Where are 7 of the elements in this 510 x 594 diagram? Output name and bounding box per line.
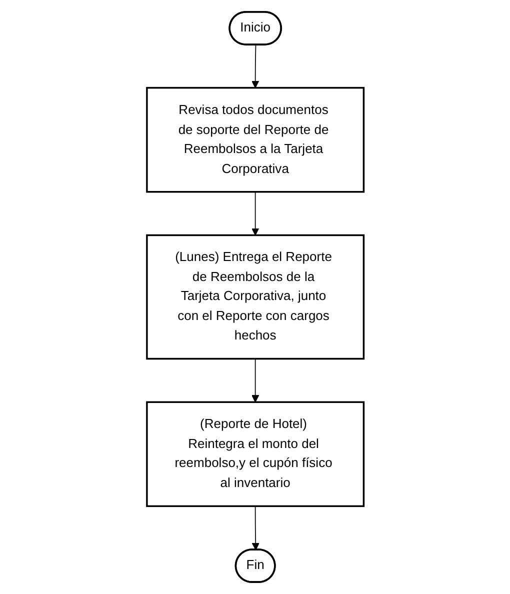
arrow [251,506,260,550]
node-box: (Lunes) Entrega el Reporte de Reembolsos de la Tarjeta Corporativa, junto con el Reporte con cargos hechos [146,234,364,360]
node-box: Revisa todos documentos de soporte del Reporte de Reembolsos a la Tarjeta Corporativa [146,86,364,193]
arrow [251,358,259,402]
arrow [251,191,259,236]
arrow [251,44,259,88]
node-box: (Reporte de Hotel) Reintegra el monto del reembolso,y el cupón físico al inventario [146,401,364,508]
